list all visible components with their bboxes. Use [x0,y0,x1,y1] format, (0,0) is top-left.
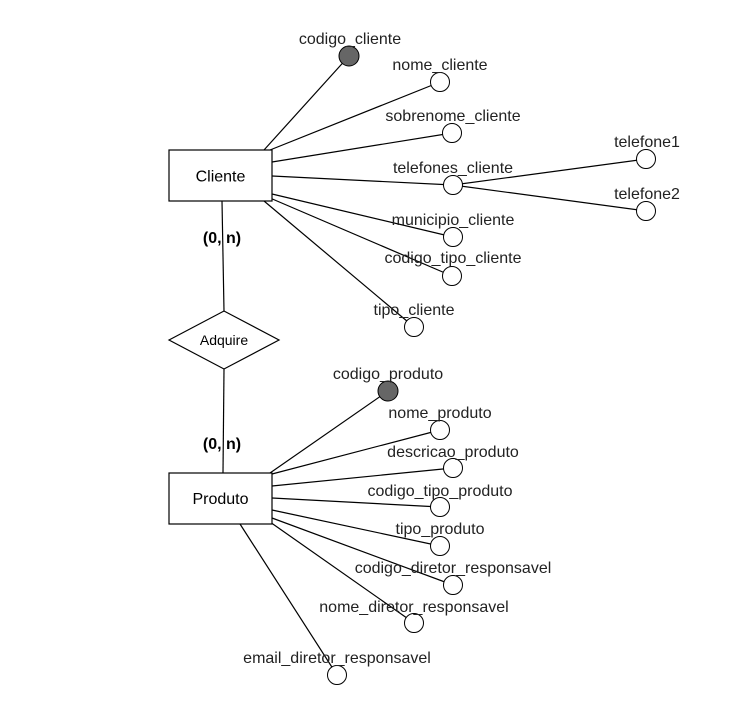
cliente-connectors [221,55,647,328]
attribute-email-diretor-responsavel-dot [327,665,347,685]
attribute-sobrenome-cliente-dot [442,123,462,143]
entity-produto[interactable]: Produto [168,472,273,525]
link-telefones-cliente [271,175,454,186]
attribute-tipo-produto-label: tipo_produto [396,521,485,538]
attribute-descricao-produto-dot [443,458,463,478]
link-descricao-produto [271,467,454,487]
link-codigo-tipo-produto [271,497,441,508]
attribute-nome-produto-dot [430,420,450,440]
attribute-nome-diretor-responsavel-label: nome_diretor_responsavel [319,599,508,616]
link-nome-diretor-responsavel [269,521,415,624]
key-attribute-codigo-produto-dot [377,380,399,402]
attribute-codigo-produto-label: codigo_produto [333,366,443,383]
link-codigo-tipo-cliente [269,197,453,277]
link-telefone2 [452,184,647,212]
attribute-email-diretor-responsavel-label: email_diretor_responsavel [243,650,431,667]
attribute-codigo-diretor-responsavel-dot [443,575,463,595]
attribute-nome-cliente-label: nome_cliente [392,57,487,74]
link-tipo-cliente [263,200,415,328]
produto-connectors [222,368,454,676]
attribute-telefone1-dot [636,149,656,169]
attribute-nome-diretor-responsavel-dot [404,613,424,633]
attribute-codigo-tipo-produto-dot [430,497,450,517]
link-adquire-produto [222,368,225,474]
link-cliente-adquire [221,200,225,312]
cardinality-cliente: (0, n) [203,230,241,247]
attribute-nome-produto-label: nome_produto [388,405,491,422]
entity-cliente-label: Cliente [196,169,246,186]
link-telefone1 [452,158,647,186]
attribute-municipio-cliente-label: municipio_cliente [392,212,515,229]
link-email-diretor-responsavel [239,523,338,676]
attribute-sobrenome-cliente-label: sobrenome_cliente [385,108,520,125]
entity-cliente[interactable]: Cliente [168,149,273,202]
attribute-tipo-cliente-label: tipo_cliente [374,302,455,319]
link-tipo-produto [271,509,441,547]
entity-produto-box [168,472,273,525]
attribute-telefones-cliente-label: telefones_cliente [393,160,513,177]
link-nome-cliente [269,81,441,151]
link-codigo-cliente [263,55,350,151]
entity-produto-label: Produto [192,491,248,508]
link-codigo-diretor-responsavel [271,517,454,586]
attribute-codigo-cliente-label: codigo_cliente [299,31,401,48]
attribute-telefones-cliente-dot [443,175,463,195]
relationship-adquire-diamond [167,310,281,370]
relationship-adquire-label: Adquire [200,332,248,348]
attribute-nome-cliente-dot [430,72,450,92]
link-nome-produto [271,429,441,475]
attribute-telefone2-dot [636,201,656,221]
attribute-tipo-produto-dot [430,536,450,556]
link-codigo-produto [269,390,389,474]
attribute-codigo-diretor-responsavel-label: codigo_diretor_responsavel [355,560,552,577]
link-municipio-cliente [271,193,454,238]
link-sobrenome-cliente [271,132,453,163]
attribute-descricao-produto-label: descricao_produto [387,444,519,461]
key-attribute-codigo-cliente-dot [338,45,360,67]
attribute-telefone2-label: telefone2 [614,186,680,203]
attribute-telefone1-label: telefone1 [614,134,680,151]
attribute-codigo-tipo-produto-label: codigo_tipo_produto [367,483,512,500]
relationship-adquire[interactable]: Adquire [167,310,281,370]
cardinality-produto: (0, n) [203,436,241,453]
attribute-codigo-tipo-cliente-dot [442,266,462,286]
attribute-municipio-cliente-dot [443,227,463,247]
attribute-codigo-tipo-cliente-label: codigo_tipo_cliente [385,250,522,267]
attribute-tipo-cliente-dot [404,317,424,337]
entity-cliente-box [168,149,273,202]
